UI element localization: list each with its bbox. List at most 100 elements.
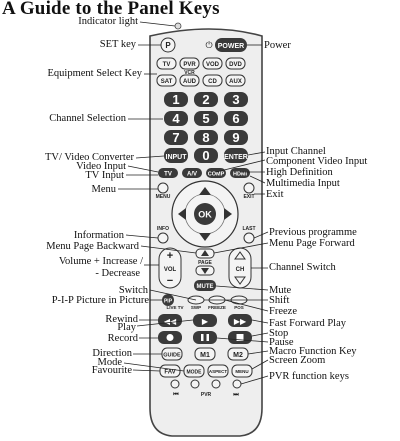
svg-text:PVR: PVR <box>183 62 196 68</box>
power-icon: ⏻ <box>205 40 212 51</box>
svg-text:LIVE TV: LIVE TV <box>166 305 183 310</box>
svg-text:AUD: AUD <box>183 79 197 85</box>
power-button <box>215 38 247 52</box>
svg-text:M1: M1 <box>200 352 210 359</box>
menu-key <box>157 182 169 194</box>
svg-text:DVD: DVD <box>229 62 242 68</box>
number-pad: 1 2 3 4 5 6 7 8 9 INPUT 0 ENTER <box>164 92 248 163</box>
svg-text:4: 4 <box>172 111 180 126</box>
svg-text:ASPECT: ASPECT <box>209 369 228 374</box>
transport-row-1: ◀◀ ▶ ▶▶ <box>158 314 252 327</box>
svg-text:9: 9 <box>232 130 239 145</box>
svg-text:CD: CD <box>208 79 217 85</box>
label-macro-function: Macro Function Key <box>269 346 357 357</box>
pvr-row: ⏮ PVR ⏭ <box>170 379 242 398</box>
svg-text:AUX: AUX <box>229 79 242 85</box>
label-volume-decrease: - Decrease <box>95 268 140 279</box>
leader-lines-right <box>204 44 269 385</box>
label-exit: Exit <box>266 189 284 200</box>
svg-text:M2: M2 <box>233 352 243 359</box>
svg-text:3: 3 <box>232 92 239 107</box>
label-favourite: Favourite <box>91 365 132 376</box>
label-direction: Direction <box>92 348 132 359</box>
label-fast-forward: Fast Forward Play <box>269 318 346 329</box>
svg-text:TV: TV <box>163 62 171 68</box>
svg-text:ENTER: ENTER <box>224 154 248 161</box>
label-pause: Pause <box>269 337 294 348</box>
svg-text:HDMI: HDMI <box>233 172 248 178</box>
label-record: Record <box>107 333 138 344</box>
svg-text:TV: TV <box>164 172 172 178</box>
label-multimedia-input: Multimedia Input <box>266 178 340 189</box>
equipment-row-2: SAT AUD CD AUX <box>156 74 246 87</box>
label-high-definition: High Definition <box>266 167 333 178</box>
svg-text:COMP: COMP <box>208 172 225 178</box>
svg-text:A/V: A/V <box>187 172 197 178</box>
label-previous-programme: Previous programme <box>269 227 357 238</box>
svg-text:◀◀: ◀◀ <box>164 317 177 326</box>
svg-text:PVR: PVR <box>201 392 212 398</box>
label-freeze: Freeze <box>269 306 297 317</box>
label-input-channel: Input Channel <box>266 146 326 157</box>
set-key-label: P <box>165 41 171 50</box>
svg-text:0: 0 <box>202 148 209 163</box>
svg-text:INFO: INFO <box>157 226 169 232</box>
label-equipment-select: Equipment Select Key <box>47 68 142 79</box>
svg-text:LAST: LAST <box>242 226 255 232</box>
label-stop: Stop <box>269 328 289 339</box>
label-information: Information <box>73 230 124 241</box>
power-label: POWER <box>218 43 244 50</box>
mute-key <box>194 280 216 291</box>
svg-text:POS: POS <box>234 305 244 310</box>
svg-text:2: 2 <box>202 92 209 107</box>
label-menu: Menu <box>91 184 117 195</box>
svg-text:8: 8 <box>202 130 209 145</box>
svg-text:MUTE: MUTE <box>197 284 214 290</box>
svg-text:6: 6 <box>232 111 239 126</box>
leader-lines-left <box>118 21 197 372</box>
label-screen-zoom: Screen Zoom <box>269 355 326 366</box>
svg-text:−: − <box>167 275 173 287</box>
guide-macro-row: GUIDE M1 M2 <box>161 347 249 361</box>
label-tv-video-converter: TV/ Video Converter <box>45 152 134 163</box>
label-mode: Mode <box>97 357 123 368</box>
fav-row: FAV MODE ASPECT MENU <box>159 364 253 378</box>
svg-text:MODE: MODE <box>187 370 203 376</box>
transport-row-2 <box>158 331 252 344</box>
label-tv-input: TV Input <box>85 170 124 181</box>
svg-text:⏮: ⏮ <box>173 392 179 398</box>
label-volume-increase: Volume + Increase / <box>58 256 143 267</box>
svg-text:SWP: SWP <box>191 305 201 310</box>
svg-text:MENU: MENU <box>235 369 248 374</box>
vol-rocker: + VOL − <box>158 247 182 289</box>
pip-key <box>162 294 174 306</box>
info-key <box>157 232 169 244</box>
svg-text:CH: CH <box>236 267 245 273</box>
svg-text:VOL: VOL <box>164 267 177 273</box>
label-channel-selection: Channel Selection <box>49 113 126 124</box>
label-mute: Mute <box>269 285 292 296</box>
ch-rocker: CH <box>228 247 252 289</box>
label-video-input: Video Input <box>76 161 126 172</box>
last-key <box>243 232 255 244</box>
label-component-video: Component Video Input <box>266 156 368 167</box>
label-set-key: SET key <box>99 39 136 50</box>
svg-text:OK: OK <box>198 210 212 220</box>
label-indicator-light: Indicator light <box>78 16 138 27</box>
svg-text:GUIDE: GUIDE <box>163 353 181 359</box>
label-menu-page-backward: Menu Page Backward <box>46 241 139 252</box>
label-channel-switch: Channel Switch <box>269 262 336 273</box>
svg-text:MENU: MENU <box>156 194 171 200</box>
svg-text:1: 1 <box>172 92 179 107</box>
svg-text:EXIT: EXIT <box>243 194 254 200</box>
label-pip: P-I-P Picture in Picture <box>51 295 149 306</box>
indicator-light <box>174 22 182 30</box>
label-shift: Shift <box>269 295 290 306</box>
svg-text:VOD: VOD <box>206 62 220 68</box>
equipment-row-1: TV PVR VOD DVD <box>156 57 246 70</box>
svg-text:▶▶: ▶▶ <box>234 317 247 326</box>
svg-text:7: 7 <box>172 130 179 145</box>
svg-text:PAGE: PAGE <box>198 260 212 266</box>
svg-text:⏭: ⏭ <box>233 392 239 398</box>
vcr-label: VCR <box>184 70 195 76</box>
